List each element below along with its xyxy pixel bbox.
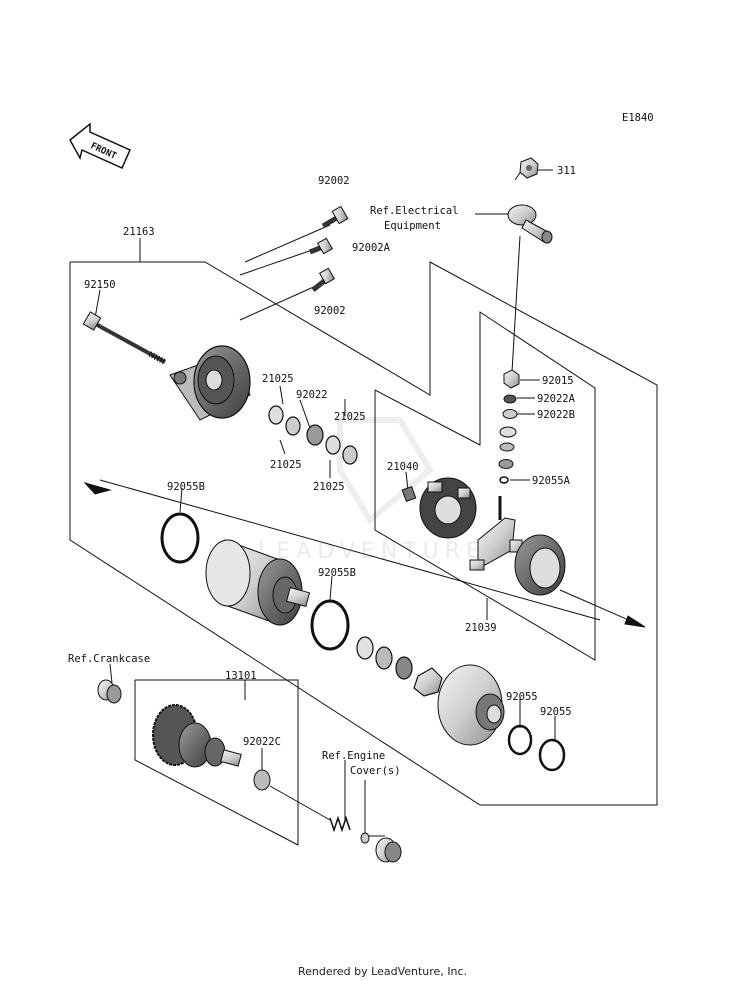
o-ring-92055-b xyxy=(538,738,566,772)
label-21025-d: 21025 xyxy=(313,481,345,493)
label-92022C: 92022C xyxy=(243,736,281,748)
bracket-21039 xyxy=(469,496,523,571)
terminal-hardware-stack xyxy=(498,369,520,484)
label-92055-b: 92055 xyxy=(540,706,572,718)
front-arrow-icon: FRONT xyxy=(69,122,131,169)
terminal-cap xyxy=(507,204,553,244)
label-ref-electrical-1: Ref.Electrical xyxy=(370,205,459,217)
washer-92022C xyxy=(253,769,271,791)
o-ring-92055B-left xyxy=(160,512,200,564)
label-92055A: 92055A xyxy=(532,475,571,487)
long-bolt-92150 xyxy=(82,311,167,365)
label-92002-bottom: 92002 xyxy=(314,305,346,317)
bolt-92002A xyxy=(309,237,334,255)
label-ref-electrical-2: Equipment xyxy=(384,220,441,232)
label-21025-b: 21025 xyxy=(334,411,366,423)
label-92055-a: 92055 xyxy=(506,691,538,703)
starter-motor-body xyxy=(205,539,311,626)
bolt-92002-top xyxy=(321,205,349,229)
washer-stack-middle xyxy=(356,636,443,697)
footer-text: Rendered by LeadVenture, Inc. xyxy=(298,965,467,978)
label-13101: 13101 xyxy=(225,670,257,682)
watermark: LEADVENTURE xyxy=(258,417,486,564)
bolt-92002-bottom xyxy=(311,267,336,292)
label-21163: 21163 xyxy=(123,226,155,238)
label-92002-top: 92002 xyxy=(318,175,350,187)
commutator-end-cover xyxy=(514,534,566,596)
idler-gear-shaft xyxy=(375,837,402,863)
label-92015: 92015 xyxy=(542,375,574,387)
watermark-text: LEADVENTURE xyxy=(258,539,486,564)
o-ring-92055B-right xyxy=(310,599,350,651)
o-ring-92055-a xyxy=(507,724,533,756)
small-washer xyxy=(360,832,370,844)
label-311: 311 xyxy=(557,165,576,177)
label-ref-crankcase: Ref.Crankcase xyxy=(68,653,150,665)
label-21039: 21039 xyxy=(465,622,497,634)
label-92002A: 92002A xyxy=(352,242,391,254)
label-92055B-right: 92055B xyxy=(318,567,356,579)
shaft-line xyxy=(269,785,331,821)
label-ref-engine-1: Ref.Engine xyxy=(322,750,385,762)
label-92055B-left: 92055B xyxy=(167,481,205,493)
label-92022: 92022 xyxy=(296,389,328,401)
label-21040: 21040 xyxy=(387,461,419,473)
bushing xyxy=(97,679,122,704)
label-ref-engine-2: Cover(s) xyxy=(350,765,401,777)
label-21025-c: 21025 xyxy=(270,459,302,471)
starter-clutch-13101 xyxy=(152,704,242,768)
label-92150: 92150 xyxy=(84,279,116,291)
label-92022B: 92022B xyxy=(537,409,575,421)
washer-stack-left xyxy=(268,405,358,465)
nut-311 xyxy=(519,157,539,179)
diagram-code: E1840 xyxy=(622,112,654,124)
label-21025-a: 21025 xyxy=(262,373,294,385)
label-92022A: 92022A xyxy=(537,393,576,405)
brush-holder-21040 xyxy=(401,477,477,539)
end-cover-21163 xyxy=(169,345,251,421)
front-housing xyxy=(437,664,505,746)
spring xyxy=(329,815,351,833)
